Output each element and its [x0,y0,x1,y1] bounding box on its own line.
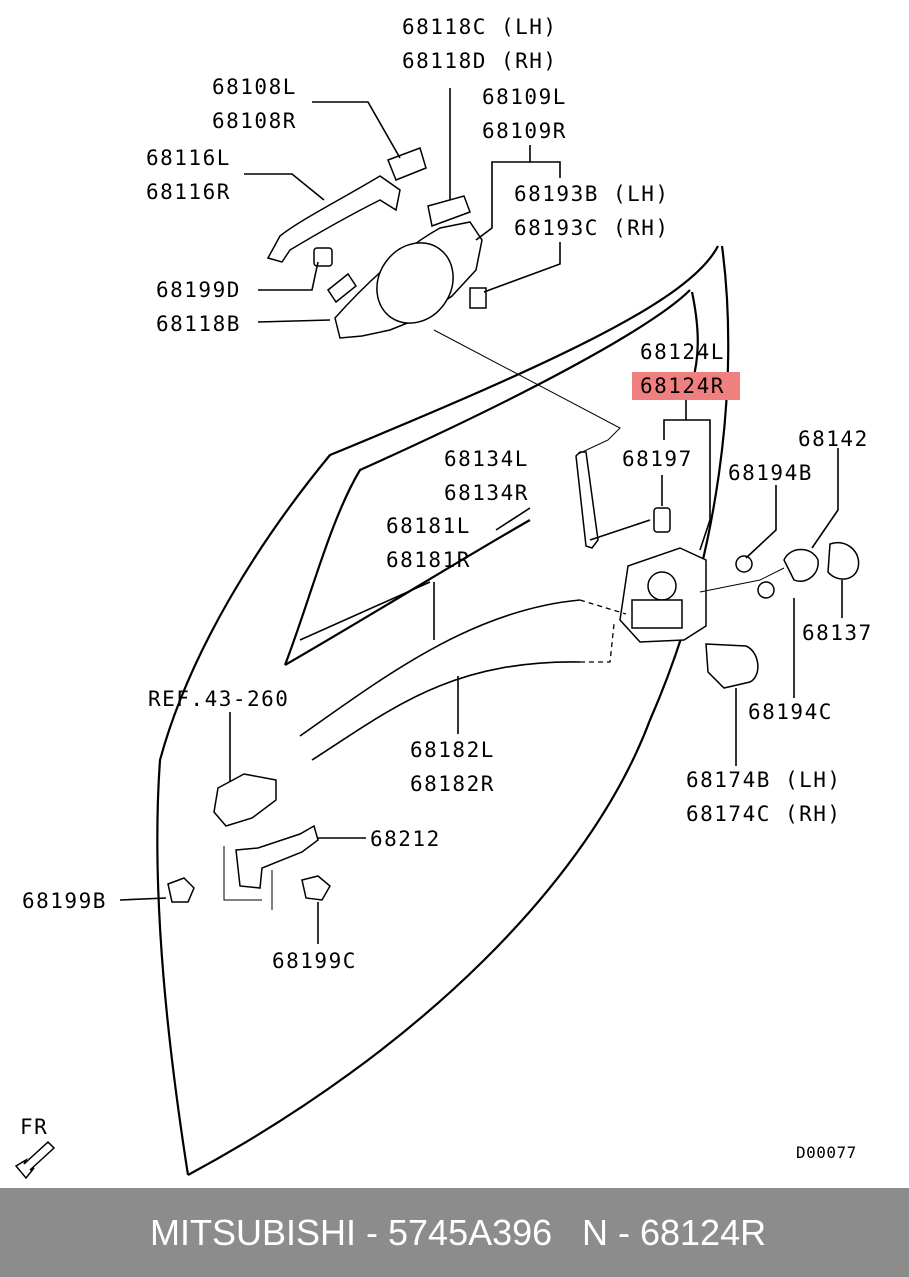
door-lock-actuator [619,547,707,643]
striker-68142 [783,548,819,582]
front-arrow-icon [14,1140,56,1180]
label-68124R: 68124R [640,374,725,398]
label-68212: 68212 [370,827,441,851]
bolt-68199C [301,875,331,901]
label-68174C: 68174C (RH) [686,802,842,826]
inner-handle [213,773,277,827]
highlight-box [632,372,740,400]
cable-68182 [311,661,581,761]
label-68137: 68137 [802,621,873,645]
label-68124L: 68124L [640,340,725,364]
clip-68197 [653,507,671,533]
bracket-68212 [235,824,319,889]
pad-68118B [326,272,358,304]
label-68197: 68197 [622,447,693,471]
label-68199B: 68199B [22,889,107,913]
label-68108L: 68108L [212,75,297,99]
handle-frame-opening [376,242,454,324]
footer-ref: N - 68124R [582,1212,767,1253]
label-68199D: 68199D [156,278,241,302]
bolt-68194B [735,555,753,573]
part-labels: 68118C (LH) 68118D (RH) 68108L 68108R 68… [20,15,873,1162]
parts-diagram: 68118C (LH) 68118D (RH) 68108L 68108R 68… [14,15,873,1180]
outside-handle [266,175,401,263]
outer-handle-assembly [266,147,487,339]
label-68194B: 68194B [728,461,813,485]
handle-gasket [427,195,471,228]
footer-brand-part: MITSUBISHI - 5745A396 [150,1212,553,1253]
label-68109R: 68109R [482,119,567,143]
label-68134L: 68134L [444,447,529,471]
leader-lines [119,88,843,944]
label-68182R: 68182R [410,772,495,796]
label-68108R: 68108R [212,109,297,133]
lock-rod [575,451,599,549]
lock-cover [705,643,759,689]
label-68174B: 68174B (LH) [686,768,842,792]
label-68181R: 68181R [386,548,471,572]
label-68118B: 68118B [156,312,241,336]
pad-68137 [827,541,860,580]
label-68142: 68142 [798,427,869,451]
label-68182L: 68182L [410,738,495,762]
footer-bar: MITSUBISHI - 5745A396 N - 68124R [0,1188,909,1277]
label-68134R: 68134R [444,481,529,505]
bolt-68199D [313,247,333,267]
label-68194C: 68194C [748,700,833,724]
label-68199C: 68199C [272,949,357,973]
label-fr: FR [20,1115,48,1139]
bolt-68194C [757,581,775,599]
cable-68181 [299,599,581,737]
diagram-code: D00077 [796,1143,857,1162]
handle-cap [387,147,427,181]
bolt-68199B [167,877,195,903]
label-68116R: 68116R [146,180,231,204]
label-68181L: 68181L [386,514,471,538]
label-68109L: 68109L [482,85,567,109]
label-68193B: 68193B (LH) [514,182,670,206]
label-68118C: 68118C (LH) [402,15,558,39]
clip-68193 [469,287,487,309]
label-ref-43-260: REF.43-260 [148,687,289,711]
label-68193C: 68193C (RH) [514,216,670,240]
label-68116L: 68116L [146,146,231,170]
label-68118D: 68118D (RH) [402,49,558,73]
